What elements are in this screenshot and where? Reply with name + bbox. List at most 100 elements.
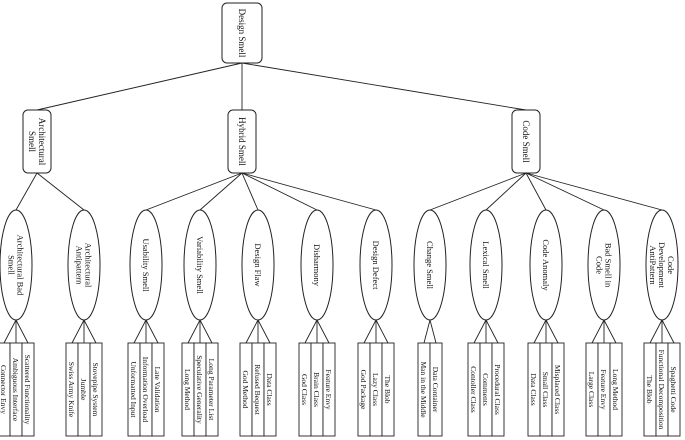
leaf-label-information-overload: Information Overload: [142, 357, 151, 423]
edge-design-flaw-to-data-class: [257, 319, 271, 344]
leaf-label-small-class: Small Class: [542, 372, 551, 408]
leaf-label-lazy-class: Lazy Class: [372, 373, 381, 406]
category-node-variability-smell: [183, 209, 217, 321]
group-node-code-smell: [511, 109, 541, 174]
edge-lexical-smell-to-contoller-class: [473, 319, 487, 344]
leaf-label-god-package: God Package: [360, 370, 369, 410]
leaf-box-data-container: [429, 342, 443, 437]
edge-code-smell-to-code-anomaly: [525, 172, 547, 211]
edge-disharmony-to-god-class: [304, 319, 318, 344]
group-label-code-smell: Code Smell: [521, 120, 531, 163]
leaf-label-stovepipe-system: Stovepipe System: [92, 363, 101, 417]
category-label-variability-smell: Variability Smell: [195, 236, 205, 294]
edge-disharmony-to-feature-envy: [316, 319, 330, 344]
leaf-label-swiss-army-knife: Swiss Army Knife: [68, 362, 77, 418]
leaf-label-brain-class: Brain Class: [313, 372, 322, 407]
edge-root-to-code-smell: [241, 62, 527, 111]
category-node-design-defect: [359, 209, 393, 321]
leaf-label-contoller-class: Contoller Class: [470, 366, 479, 413]
edge-hybrid-smell-to-usability-smell: [145, 172, 243, 211]
leaf-box-data-class: [263, 342, 277, 437]
connector-lines: [3, 62, 675, 344]
category-node-disharmony: [300, 209, 334, 321]
category-node-design-flaw: [241, 209, 275, 321]
leaf-label-jumble: Jumble: [80, 379, 89, 401]
leaf-box-long-parameter-list: [205, 342, 219, 437]
leaf-label-scattered-functionality: Scattered Functionality: [24, 355, 33, 425]
leaf-label-data-class: Data Class: [266, 373, 275, 405]
category-node-architectural-bad-smell: [0, 209, 33, 321]
edge-code-smell-to-bad-smell-in-code: [525, 172, 605, 211]
category-label-code-anomaly: Code Anomaly: [541, 239, 551, 291]
leaf-label-comments: Comments: [482, 373, 491, 406]
category-node-code-anomaly: [529, 209, 563, 321]
edge-code-smell-to-code-development-antipattern: [525, 172, 663, 211]
leaf-label-connector-envy: Connector Envy: [0, 365, 9, 414]
category-label-architectural-antipattern: ArchitecturalAntipattern: [75, 243, 94, 288]
leaf-label-speculative-generality: Speculative Generality: [196, 355, 205, 424]
leaf-label-data-class: Data Class: [530, 373, 539, 405]
category-label-architectural-bad-smell: Architectural BadSmell: [7, 235, 26, 296]
group-node-hybrid-smell: [227, 109, 257, 174]
edge-change-smell-to-data-container: [429, 319, 437, 344]
leaf-box-spaghetti-code: [667, 342, 681, 437]
leaf-label-long-method: Long Method: [184, 369, 193, 410]
edge-code-anomaly-to-misplaced-class: [545, 319, 559, 344]
category-label-change-smell: Change Smell: [425, 241, 435, 290]
root-node-box: [221, 2, 263, 64]
leaf-label-late-validation: Late Validation: [154, 367, 163, 413]
category-label-disharmony: Disharmony: [312, 244, 322, 287]
edge-hybrid-smell-to-design-defect: [241, 172, 377, 211]
edge-code-development-antipattern-to-spaghetti-code: [661, 319, 675, 344]
leaf-label-procedural-class: Procedural Class: [494, 364, 503, 415]
edge-architectural-smell-to-architectural-antipattern: [36, 172, 85, 211]
leaf-label-feature-envy: Feature Envy: [600, 369, 609, 409]
category-label-design-defect: Design Defect: [371, 241, 381, 290]
leaf-label-spaghetti-code: Spaghetti Code: [670, 366, 679, 413]
leaf-label-ambiguous-interface: Ambiguous Interface: [12, 358, 21, 422]
leaf-label-the-blob: The Blob: [646, 375, 655, 403]
group-label-architectural-smell: ArchitecturalSmell: [27, 118, 47, 166]
category-node-change-smell: [413, 209, 447, 321]
leaf-label-functional-decomposition: Functional Decomposition: [658, 350, 667, 430]
edge-change-smell-to-man-in-the-middle: [423, 319, 431, 344]
edge-root-to-architectural-smell: [36, 62, 243, 111]
leaf-label-misplaced-class: Misplaced Class: [554, 365, 563, 414]
edge-lexical-smell-to-procedural-class: [485, 319, 499, 344]
edge-design-defect-to-the-blob: [375, 319, 389, 344]
edge-hybrid-smell-to-disharmony: [241, 172, 318, 211]
edge-design-flaw-to-god-method: [245, 319, 259, 344]
category-node-lexical-smell: [469, 209, 503, 321]
leaf-label-long-method: Long Method: [612, 369, 621, 410]
category-node-usability-smell: [129, 209, 163, 321]
edge-architectural-bad-smell-to-scattered-functionality: [15, 319, 29, 344]
edge-variability-smell-to-long-method: [187, 319, 201, 344]
leaf-label-data-container: Data Container: [432, 367, 441, 413]
leaf-label-the-blob: The Blob: [384, 375, 393, 403]
edge-design-defect-to-god-package: [363, 319, 377, 344]
leaf-label-large-class: Large Class: [588, 372, 597, 408]
edge-bad-smell-in-code-to-large-class: [591, 319, 605, 344]
leaf-label-refused-bequest: Refused Bequest: [254, 364, 263, 416]
leaf-label-god-class: God Class: [301, 374, 310, 405]
leaf-box-late-validation: [151, 342, 165, 437]
category-label-design-flaw: Design Flaw: [253, 243, 263, 287]
edge-architectural-bad-smell-to-connector-envy: [3, 319, 17, 344]
group-node-architectural-smell: [22, 109, 52, 174]
category-node-architectural-antipattern: [67, 209, 101, 321]
category-label-usability-smell: Usability Smell: [141, 238, 151, 292]
group-label-hybrid-smell: Hybrid Smell: [237, 117, 247, 166]
category-node-bad-smell-in-code: [587, 209, 621, 321]
edge-architectural-smell-to-architectural-bad-smell: [15, 172, 38, 211]
edge-hybrid-smell-to-variability-smell: [199, 172, 243, 211]
leaf-box-scattered-functionality: [21, 342, 35, 437]
leaf-label-unformatted-input: Unformatted Input: [130, 361, 139, 418]
edge-usability-smell-to-late-validation: [145, 319, 159, 344]
edge-code-smell-to-change-smell: [429, 172, 527, 211]
edge-usability-smell-to-unformatted-input: [133, 319, 147, 344]
category-label-code-development-antipattern: CodeDevelopmentAntiPattern: [648, 242, 676, 288]
leaf-box-feature-envy: [322, 342, 336, 437]
leaf-box-misplaced-class: [551, 342, 565, 437]
